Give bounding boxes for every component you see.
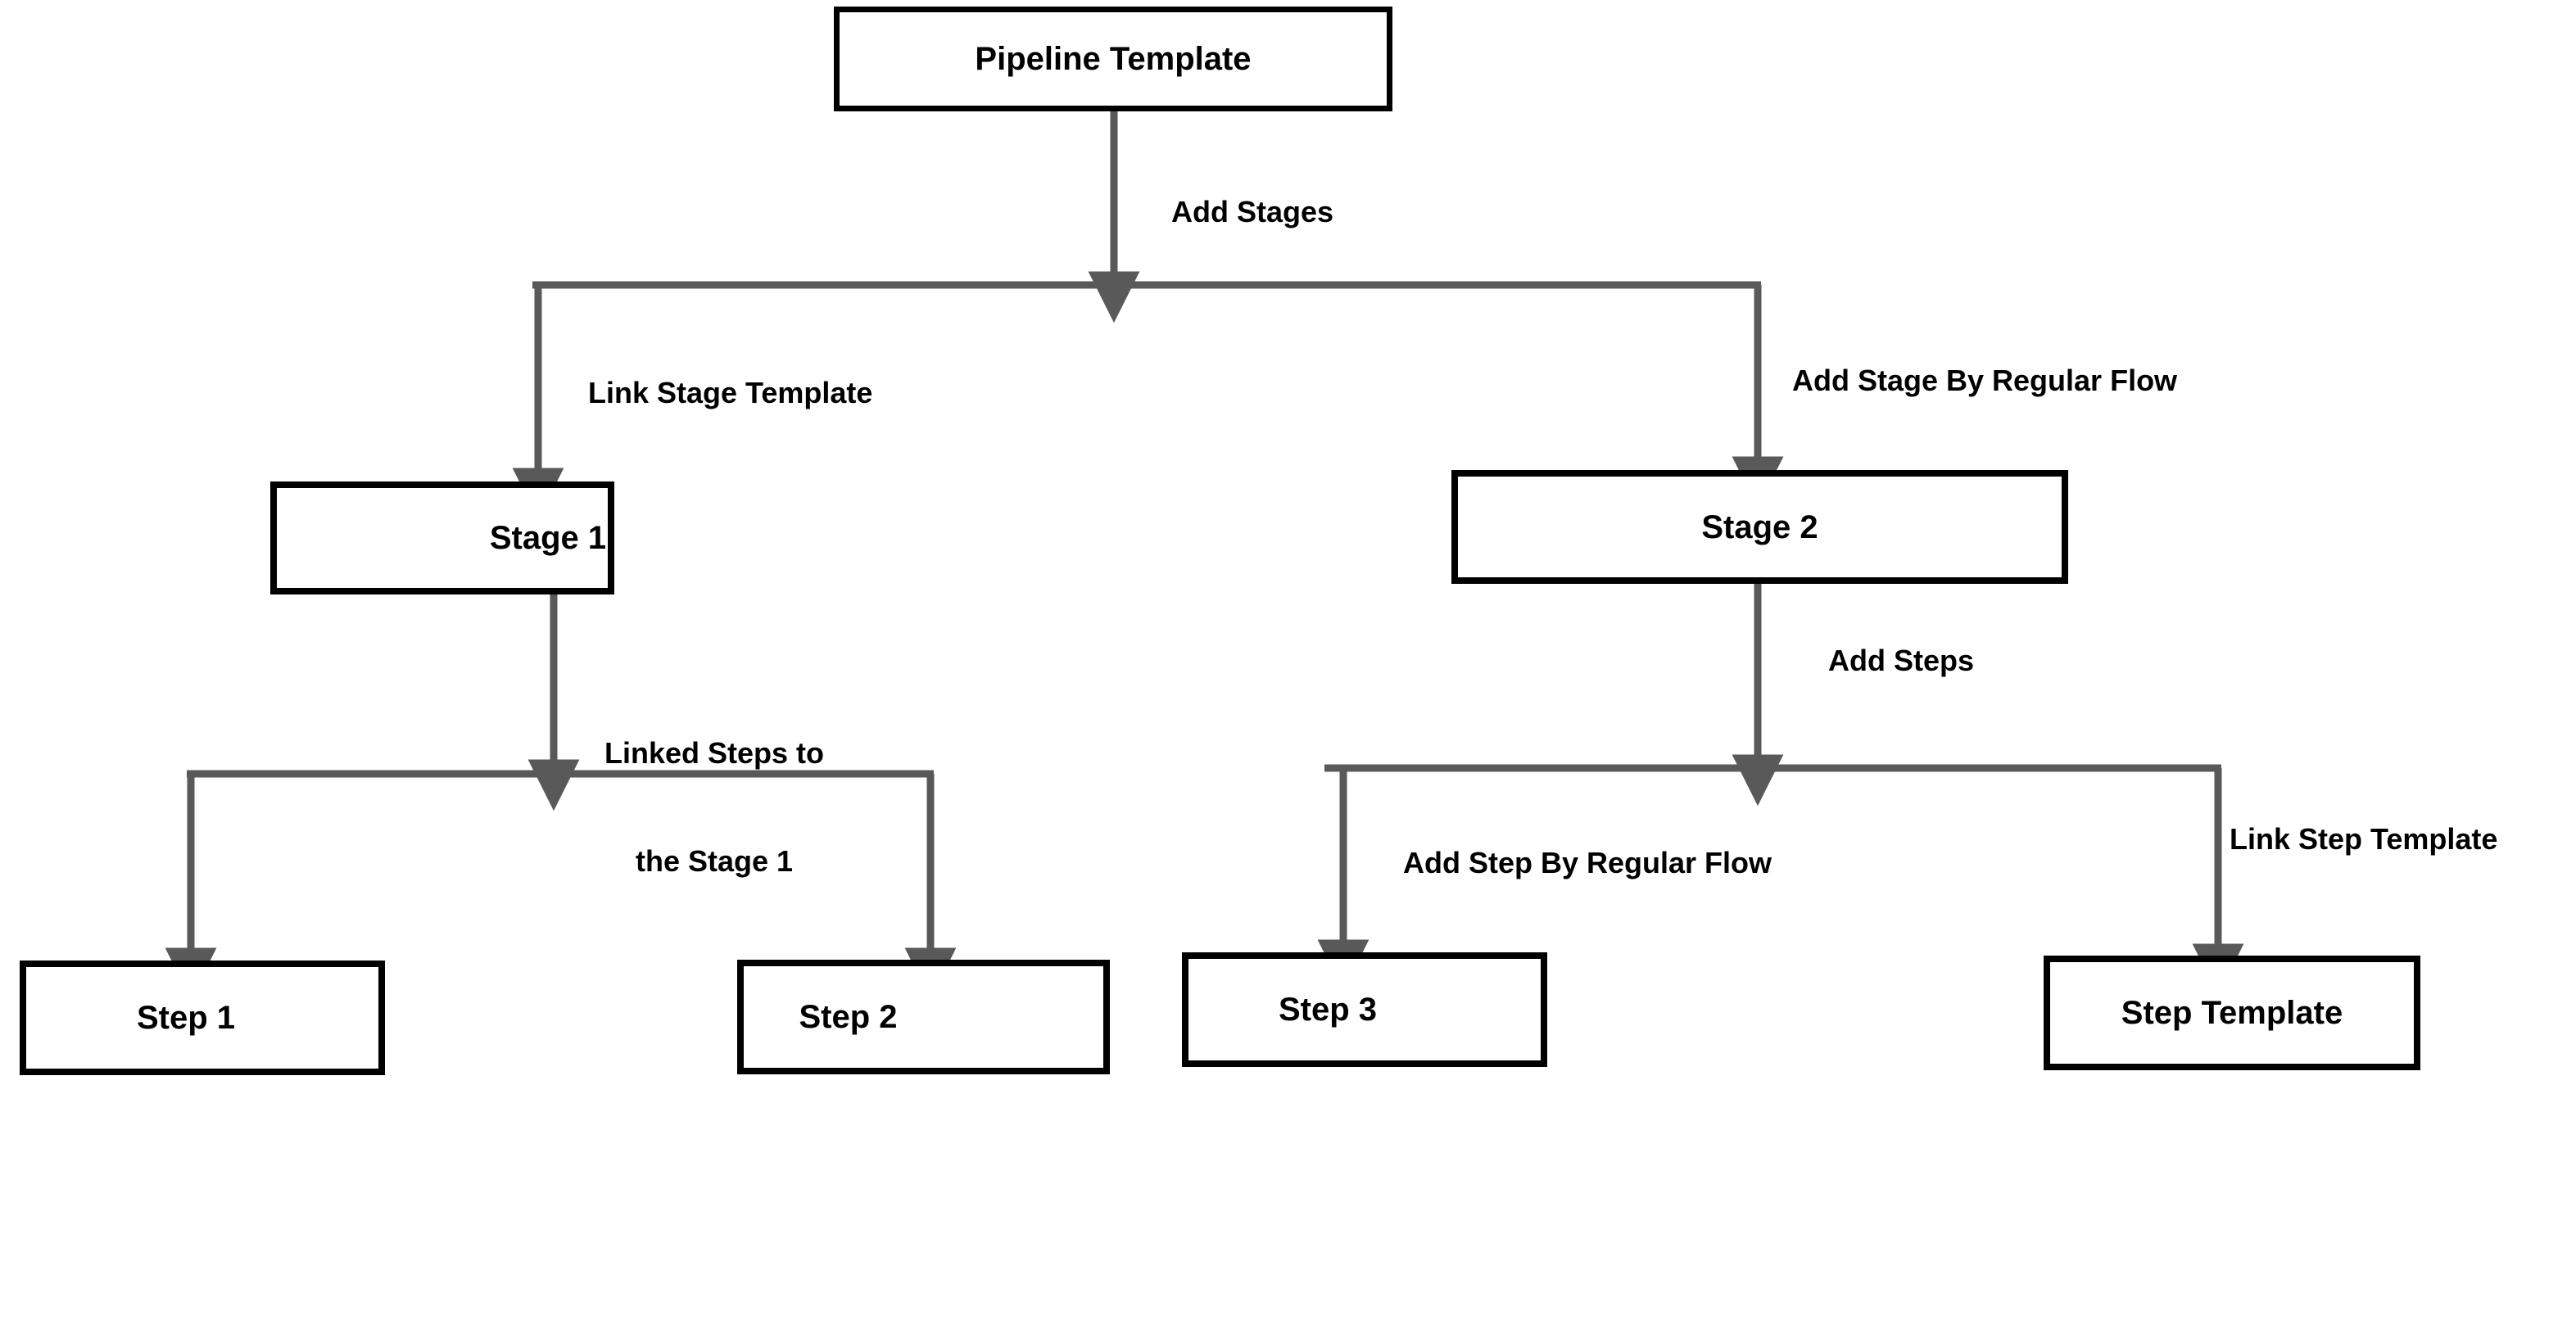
node-stage-1-label: Stage 1 xyxy=(489,520,607,556)
edge-label-add-steps: Add Steps xyxy=(1828,644,1975,677)
node-stage-2-label: Stage 2 xyxy=(1701,509,1818,545)
node-step-template-label: Step Template xyxy=(2121,995,2343,1031)
node-step-2[interactable]: Step 2 xyxy=(737,960,1110,1074)
edge-label-linked-steps-to-stage-1: Linked Steps to the Stage 1 xyxy=(604,663,824,951)
node-step-2-label: Step 2 xyxy=(799,999,898,1035)
node-step-3[interactable]: Step 3 xyxy=(1182,952,1547,1067)
edge-label-add-step-by-regular-flow: Add Step By Regular Flow xyxy=(1403,846,1772,879)
node-stage-2[interactable]: Stage 2 xyxy=(1451,470,2068,584)
edge-label-add-stage-by-regular-flow: Add Stage By Regular Flow xyxy=(1792,364,2178,397)
node-step-1[interactable]: Step 1 xyxy=(20,961,385,1075)
edge-label-add-stages: Add Stages xyxy=(1171,195,1334,228)
edge-label-link-step-template: Link Step Template xyxy=(2230,822,2498,856)
edge-pipeline-to-stages xyxy=(532,111,1761,323)
node-pipeline-template-label: Pipeline Template xyxy=(975,41,1252,77)
edge-label-linked-steps-line-1: Linked Steps to xyxy=(604,735,825,770)
edge-stage-2-to-steps-split xyxy=(1324,584,2221,807)
edge-stage-1-to-steps-split xyxy=(187,594,934,811)
node-step-3-label: Step 3 xyxy=(1278,992,1378,1028)
edge-label-link-stage-template: Link Stage Template xyxy=(588,376,873,409)
node-pipeline-template[interactable]: Pipeline Template xyxy=(834,7,1392,111)
node-step-1-label: Step 1 xyxy=(136,1000,236,1036)
node-stage-1[interactable]: Stage 1 xyxy=(270,481,614,594)
edge-label-linked-steps-line-2: the Stage 1 xyxy=(635,843,794,878)
node-step-template[interactable]: Step Template xyxy=(2044,956,2420,1070)
